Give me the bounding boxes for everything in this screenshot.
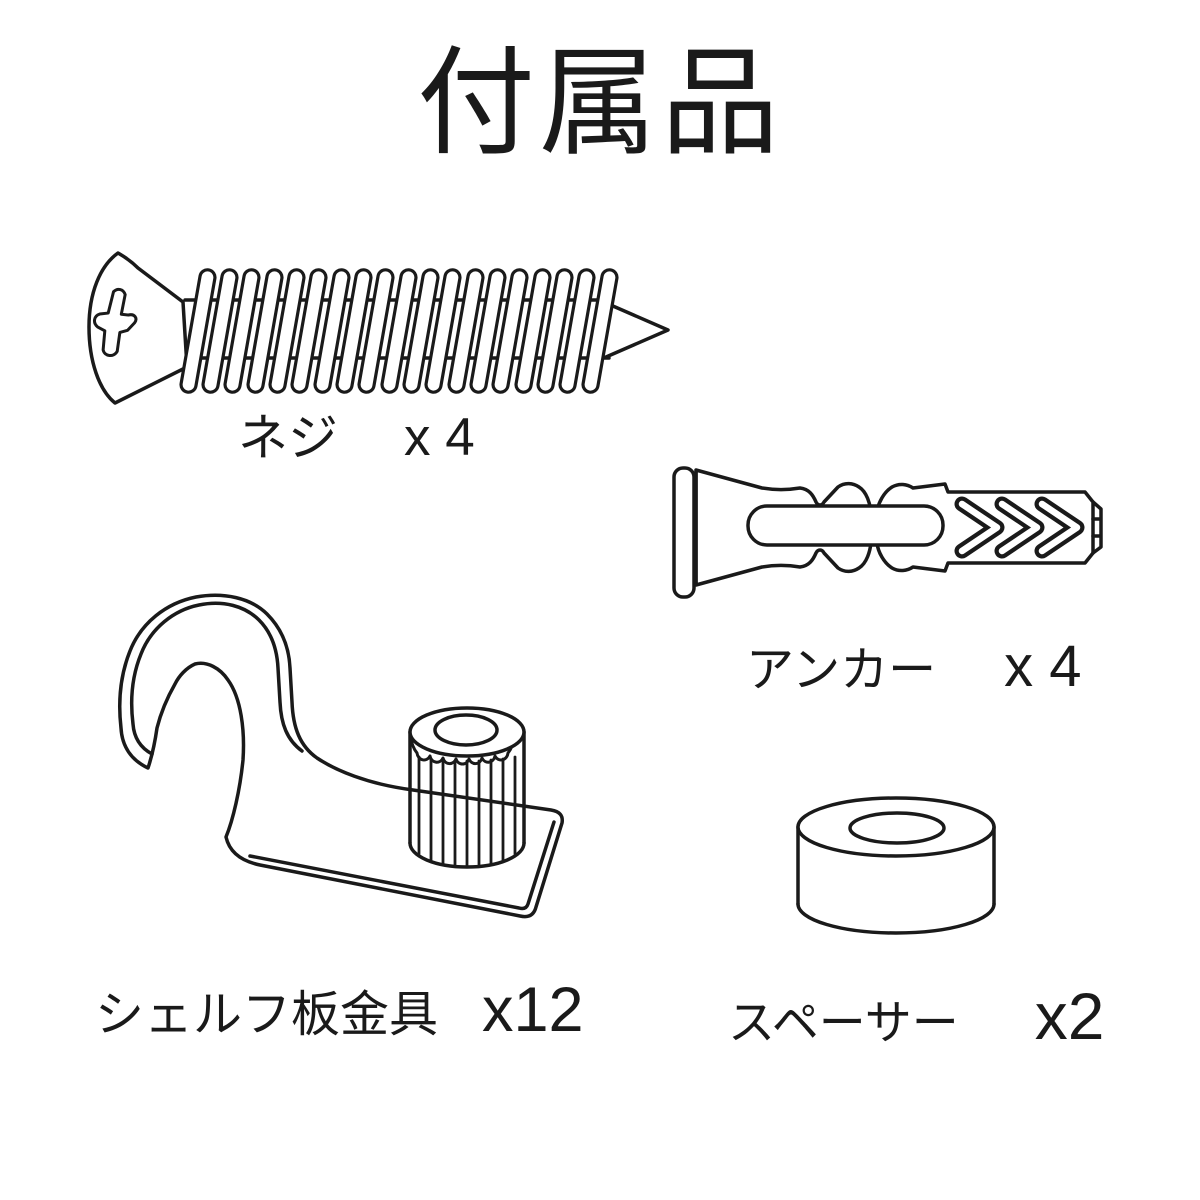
phillips-cross-icon — [93, 287, 138, 357]
spacer-caption: スペーサー x2 — [728, 978, 1105, 1054]
spacer-label: スペーサー — [728, 996, 959, 1049]
anchor-count: x 4 — [1004, 634, 1082, 699]
spacer-hole — [848, 811, 946, 845]
screw-label: ネジ — [238, 410, 338, 466]
bracket-body — [118, 593, 565, 919]
bracket-knob — [408, 706, 526, 869]
anchor-collar — [672, 466, 696, 599]
anchor-caption: アンカー x 4 — [746, 630, 1081, 700]
spacer-count: x2 — [1034, 979, 1105, 1053]
shelf-bracket-illustration — [95, 590, 575, 945]
shelf-bracket-count: x12 — [482, 975, 584, 1045]
screw-count: x 4 — [404, 408, 475, 467]
bracket-edge-line — [129, 601, 304, 756]
anchor-illustration — [670, 460, 1105, 605]
shelf-bracket-label: シェルフ板金具 — [95, 988, 439, 1042]
knob-hole — [433, 713, 499, 747]
anchor-end-cap — [1091, 500, 1103, 555]
anchor-label: アンカー — [746, 644, 937, 697]
page-title: 付属品 — [416, 38, 783, 170]
plate-edge-line — [248, 820, 556, 911]
anchor-chevrons-icon — [954, 496, 1085, 559]
spacer-illustration — [790, 786, 1005, 946]
screw-illustration — [85, 247, 675, 412]
screw-caption: ネジ x 4 — [238, 398, 475, 470]
anchor-slot — [746, 504, 945, 547]
shelf-bracket-caption: シェルフ板金具 x12 — [95, 974, 584, 1046]
